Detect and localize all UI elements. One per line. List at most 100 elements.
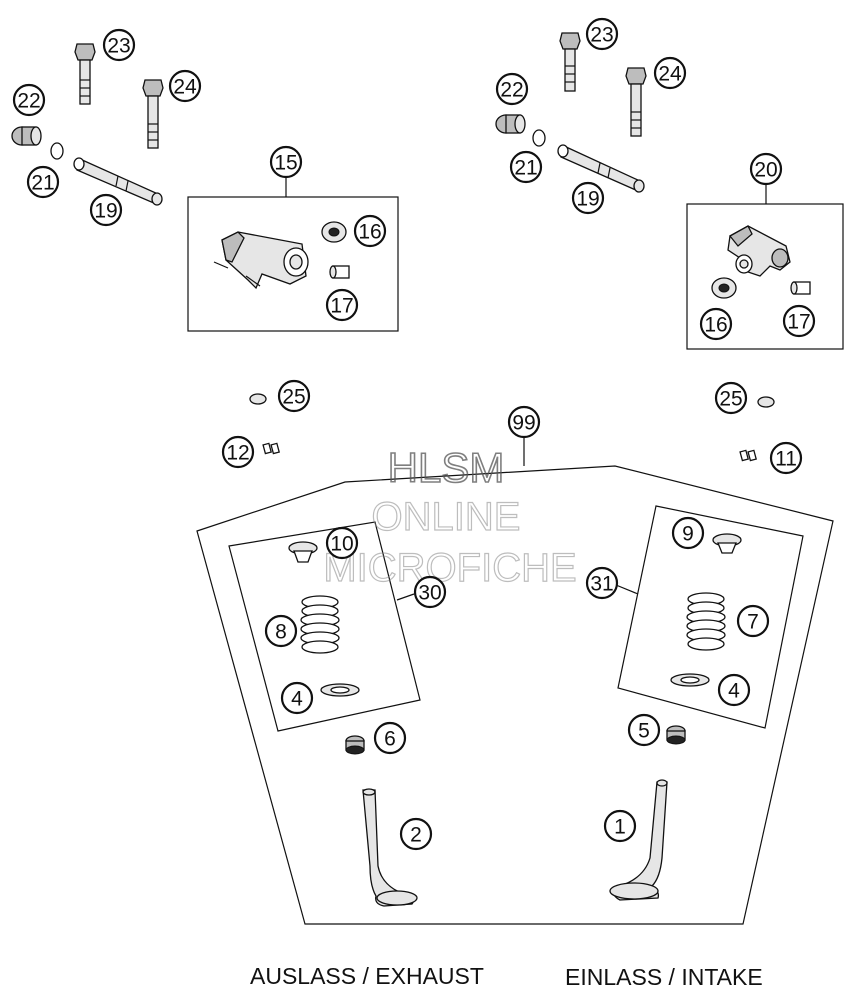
callout-21-right: 21 [509, 150, 543, 184]
exhaust-valve-2 [362, 788, 418, 907]
plug-22-right [495, 114, 526, 134]
svg-text:17: 17 [330, 295, 353, 318]
callout-22-left: 22 [12, 83, 46, 117]
intake-valve-1 [609, 779, 668, 901]
rocker-arm-20 [727, 225, 791, 277]
exhaust-label: AUSLASS / EXHAUST [250, 963, 484, 989]
plug-22-left [11, 126, 42, 146]
shim-25-right [757, 396, 775, 408]
svg-text:25: 25 [282, 386, 305, 409]
valve-spring-8 [300, 595, 340, 654]
svg-text:8: 8 [275, 621, 287, 644]
spring-seat-4-left [320, 683, 360, 697]
callout-22-right: 22 [495, 72, 529, 106]
callout-20: 20 [749, 152, 783, 186]
callout-7: 7 [736, 604, 770, 638]
callout-21-left: 21 [26, 165, 60, 199]
callout-6: 6 [373, 721, 407, 755]
callout-1: 1 [603, 809, 637, 843]
svg-text:24: 24 [658, 63, 682, 86]
valve-keeper-11 [739, 449, 757, 462]
svg-text:31: 31 [590, 573, 613, 596]
spring-retainer-9 [712, 533, 742, 554]
callout-10: 10 [325, 526, 359, 560]
callout-17-left: 17 [325, 288, 359, 322]
svg-text:2: 2 [410, 824, 422, 847]
spring-seat-4-right [670, 673, 710, 687]
svg-text:24: 24 [173, 76, 197, 99]
oring-21-right [532, 129, 546, 147]
svg-text:9: 9 [682, 523, 694, 546]
bearing-16-right [711, 277, 737, 299]
callout-16-left: 16 [353, 214, 387, 248]
svg-text:17: 17 [787, 311, 810, 334]
svg-text:23: 23 [107, 35, 130, 58]
svg-text:21: 21 [514, 157, 537, 180]
svg-text:16: 16 [704, 314, 727, 337]
svg-text:1: 1 [614, 816, 626, 839]
assembly-outline-99 [196, 465, 834, 925]
valve-spring-7 [686, 592, 726, 651]
callout-11: 11 [769, 441, 803, 475]
svg-text:30: 30 [418, 582, 441, 605]
svg-text:4: 4 [291, 688, 303, 711]
shim-25-left [249, 393, 267, 405]
callout-12: 12 [221, 435, 255, 469]
svg-text:25: 25 [719, 388, 742, 411]
callout-4-left: 4 [280, 681, 314, 715]
bolt-24-right [625, 67, 647, 137]
assembly-box-30 [228, 521, 421, 732]
callout-99: 99 [507, 405, 541, 439]
watermark-line-2: ONLINE [372, 495, 521, 539]
oring-21-left [50, 142, 64, 160]
callout-17-right: 17 [782, 304, 816, 338]
svg-text:21: 21 [31, 172, 54, 195]
callout-16-right: 16 [699, 307, 733, 341]
callout-31: 31 [585, 566, 619, 600]
svg-text:4: 4 [728, 680, 740, 703]
callout-8: 8 [264, 614, 298, 648]
svg-text:11: 11 [775, 448, 797, 471]
spring-retainer-10 [288, 541, 318, 563]
valve-stem-seal-6 [345, 735, 365, 755]
watermark-line-1: HLSM [388, 444, 505, 491]
svg-text:16: 16 [358, 221, 381, 244]
callout-25-left: 25 [277, 379, 311, 413]
svg-text:5: 5 [638, 720, 650, 743]
leader-31 [615, 584, 639, 595]
assembly-box-31 [617, 505, 804, 729]
svg-text:19: 19 [94, 200, 117, 223]
svg-text:7: 7 [747, 611, 759, 634]
svg-text:6: 6 [384, 728, 396, 751]
pin-17-left [329, 265, 350, 279]
watermark-line-3: MICROFICHE [323, 546, 576, 590]
intake-label: EINLASS / INTAKE [565, 964, 763, 990]
svg-text:99: 99 [512, 412, 535, 435]
assembly-box-20 [686, 203, 844, 350]
bolt-23-right [559, 32, 581, 92]
callout-25-right: 25 [714, 381, 748, 415]
callout-19-right: 19 [571, 181, 605, 215]
svg-text:22: 22 [17, 90, 40, 113]
callout-19-left: 19 [89, 193, 123, 227]
svg-text:15: 15 [274, 152, 297, 175]
valve-stem-seal-5 [666, 725, 686, 745]
bolt-24-left [142, 79, 164, 149]
svg-text:20: 20 [754, 159, 777, 182]
rocker-shaft-19-left [73, 157, 163, 206]
svg-text:10: 10 [330, 533, 353, 556]
callout-24-right: 24 [653, 56, 687, 90]
callout-24-left: 24 [168, 69, 202, 103]
assembly-box-15 [187, 196, 399, 332]
svg-text:12: 12 [226, 442, 249, 465]
callout-15: 15 [269, 145, 303, 179]
callout-30: 30 [413, 575, 447, 609]
bearing-16-left [321, 221, 347, 243]
watermark: HLSM ONLINE MICROFICHE [323, 443, 578, 590]
svg-text:19: 19 [576, 188, 599, 211]
callout-9: 9 [671, 516, 705, 550]
callout-5: 5 [627, 713, 661, 747]
callout-2: 2 [399, 817, 433, 851]
